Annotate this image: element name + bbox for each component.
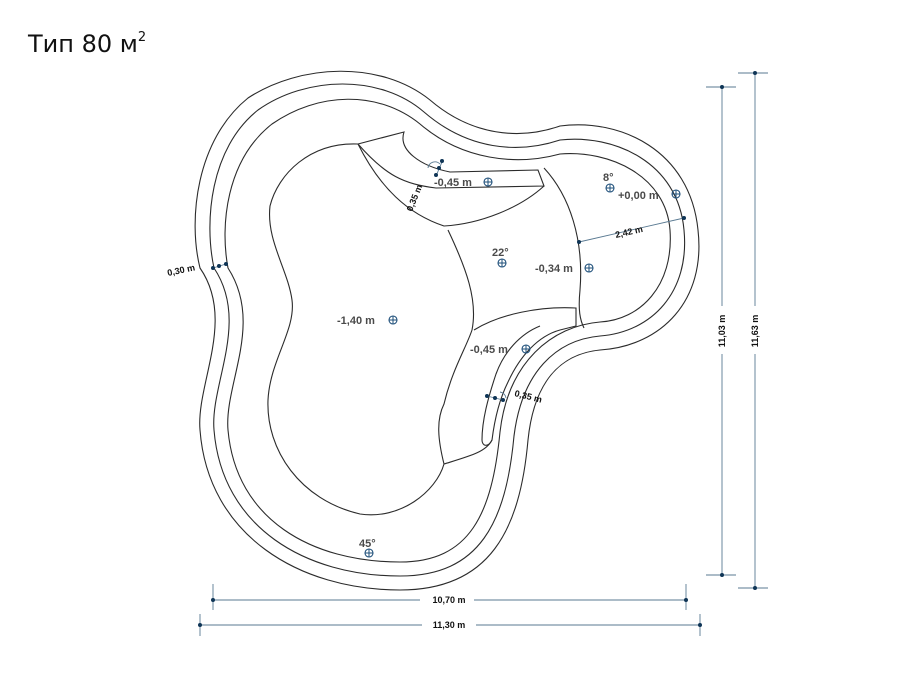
pool-wall-outline [224,98,671,563]
bottom-step [473,307,577,446]
angle-label-beach: 8° [603,172,614,184]
level-marker-step-top [483,177,493,187]
level-marker-middle [584,263,594,273]
level-label-beach: +0,00 m [618,190,659,202]
angle-marker-beach [605,183,615,193]
outer-coping-outline [194,70,700,591]
pool-outline [194,70,700,591]
level-marker-step-bottom [521,344,531,354]
inner-height-label: 11,03 m [717,315,727,348]
beach-zone-edge [543,167,585,329]
overall-dimensions: 10,70 m 11,30 m 11,03 m 11,63 m [198,71,768,636]
bottom-step-depth-label: 0,35 m [514,388,544,404]
level-label-step-bottom: -0,45 m [470,344,508,356]
top-step-edge [357,143,545,227]
level-label-step-top: -0,45 m [434,177,472,189]
page-title: Тип 80 м2 [28,30,146,58]
local-dimensions: 0,30 m 0,35 m 0,35 m 2,42 m [166,159,686,405]
level-labels: -1,40 m -0,45 m -0,45 m -0,34 m +0,00 m … [337,172,659,550]
title-text: Тип 80 м [28,30,138,59]
angle-label-middle: 22° [492,247,509,259]
angle-label-bottom: 45° [359,538,376,550]
deep-zone-edge [267,143,475,516]
level-marker-beach [671,189,681,199]
angle-marker-bottom [364,548,374,558]
beach-width-label: 2,42 m [614,224,644,240]
level-label-deep: -1,40 m [337,315,375,327]
pool-zones [267,131,585,516]
angle-marker-middle [497,258,507,268]
wall-thickness-label: 0,30 m [166,262,195,278]
title-superscript: 2 [137,30,147,46]
outer-width-label: 11,30 m [433,620,466,630]
inner-coping-outline [209,83,686,577]
bottom-step-edge [443,439,493,465]
level-label-middle: -0,34 m [535,263,573,275]
top-step-depth-label: 0,35 m [405,183,425,213]
level-marker-deep [388,315,398,325]
top-step [356,131,545,189]
level-markers [364,177,681,558]
inner-width-label: 10,70 m [432,595,465,605]
outer-height-label: 11,63 m [750,315,760,348]
